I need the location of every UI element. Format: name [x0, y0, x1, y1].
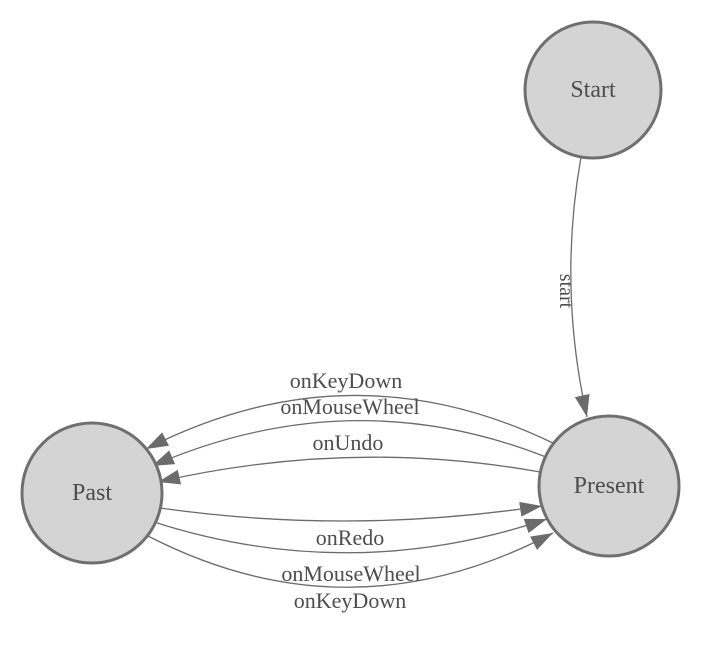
edge-label-onundo: onUndo	[313, 430, 384, 455]
node-past-label: Past	[72, 480, 112, 506]
edge-label-start: start	[555, 274, 577, 309]
edge-past-to-present-onmousewheel	[153, 518, 548, 554]
edge-label-onkeydown-top: onKeyDown	[290, 368, 402, 393]
node-past-circle	[20, 421, 164, 565]
edge-label-onredo: onRedo	[316, 525, 384, 550]
node-start-circle	[523, 20, 663, 160]
node-present-label: Present	[574, 473, 645, 499]
edge-past-to-present-onredo	[159, 501, 543, 522]
edge-label-onmousewheel-top: onMouseWheel	[280, 394, 419, 419]
edge-present-to-past-onundo	[157, 456, 541, 485]
node-present-circle	[537, 414, 681, 558]
edge-past-to-present-onkeydown	[147, 532, 554, 588]
edge-present-to-past-onkeydown	[145, 394, 554, 450]
edge-present-to-past-onmousewheel	[151, 419, 547, 467]
edge-label-onkeydown-bottom: onKeyDown	[294, 588, 406, 613]
edge-start-to-present	[570, 156, 590, 418]
edge-label-onmousewheel-bottom: onMouseWheel	[281, 561, 420, 586]
node-start-label: Start	[570, 77, 616, 103]
